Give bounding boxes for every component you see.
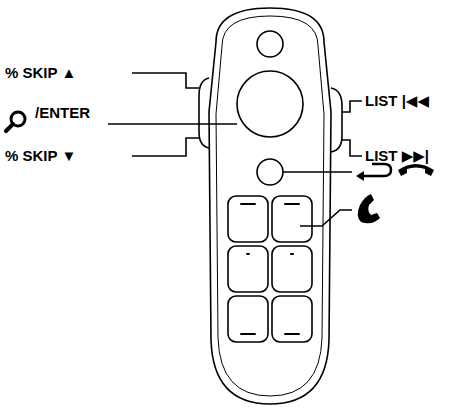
- callout-label: LIST ▶▶|: [365, 147, 429, 165]
- callout-label: % SKIP ▲: [5, 64, 76, 82]
- callout-label: /ENTER: [35, 104, 90, 122]
- callout-label: % SKIP ▼: [5, 147, 76, 165]
- callout-label: LIST |◀◀: [365, 92, 429, 110]
